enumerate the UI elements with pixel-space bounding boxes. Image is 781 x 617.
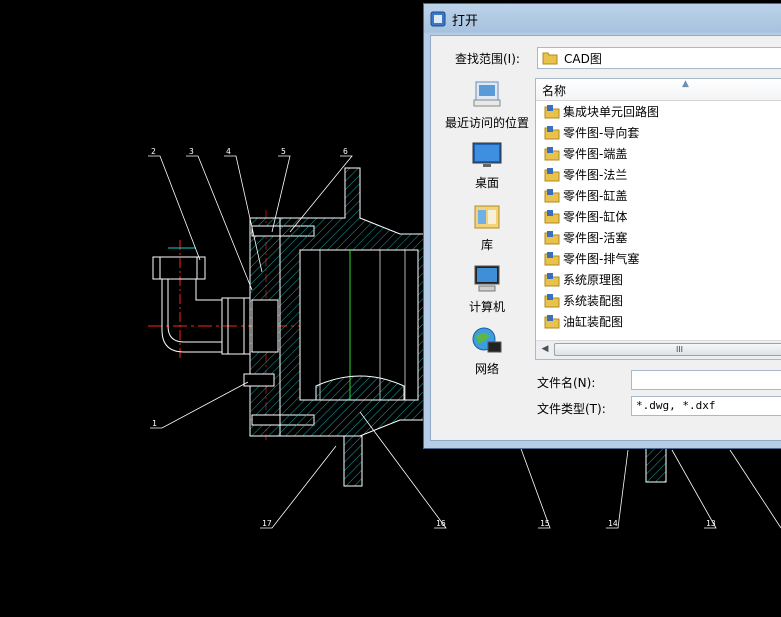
scroll-thumb[interactable]: III	[554, 343, 781, 356]
callout-1: 1	[152, 419, 157, 428]
scroll-left-arrow-icon[interactable]: ◀	[541, 344, 549, 354]
place-network[interactable]: 网络	[441, 324, 533, 377]
desktop-icon	[472, 142, 502, 167]
filetype-value: *.dwg, *.dxf	[636, 399, 716, 412]
file-items: 集成块单元回路图 零件图-导向套 零件图-端盖 零件图-法兰 零件图-缸盖 零件…	[536, 101, 781, 332]
place-recent-label: 最近访问的位置	[444, 116, 529, 130]
place-desktop[interactable]: 桌面	[441, 138, 533, 191]
place-computer-label: 计算机	[468, 300, 505, 314]
place-recent[interactable]: 最近访问的位置	[441, 78, 533, 131]
place-computer[interactable]: 计算机	[441, 262, 533, 315]
callout-6: 6	[343, 147, 348, 156]
file-item[interactable]: 系统装配图	[536, 290, 781, 311]
file-list[interactable]: 名称 ▲ 集成块单元回路图 零件图-导向套 零件图-端盖 零件图-法兰 零件图-…	[535, 78, 781, 360]
file-item[interactable]: 系统原理图	[536, 269, 781, 290]
library-icon	[474, 205, 500, 229]
filetype-dropdown[interactable]: *.dwg, *.dxf	[631, 396, 781, 416]
look-in-value: CAD图	[564, 51, 602, 66]
look-in-dropdown[interactable]: CAD图	[537, 47, 781, 69]
file-item[interactable]: 集成块单元回路图	[536, 101, 781, 122]
callout-15: 15	[540, 519, 550, 528]
cad-folder-icon	[544, 294, 560, 308]
column-header-name[interactable]: 名称 ▲	[536, 79, 781, 101]
place-network-label: 网络	[474, 362, 499, 376]
assembly-drawing: 2 3 4 5 6 1 17 16 15 14 13	[148, 147, 781, 529]
cad-folder-icon	[544, 315, 560, 329]
callout-3: 3	[189, 147, 194, 156]
filename-input[interactable]	[631, 370, 781, 390]
callout-13: 13	[706, 519, 716, 528]
file-item[interactable]: 油缸装配图	[536, 311, 781, 332]
cad-folder-icon	[544, 168, 560, 182]
folder-icon	[542, 52, 558, 65]
callout-5: 5	[281, 147, 286, 156]
file-item[interactable]: 零件图-导向套	[536, 122, 781, 143]
place-library-label: 库	[480, 238, 493, 252]
open-dialog-icon	[430, 11, 446, 27]
filetype-label: 文件类型(T):	[537, 402, 606, 416]
cad-folder-icon	[544, 105, 560, 119]
callout-2: 2	[151, 147, 156, 156]
file-item[interactable]: 零件图-缸盖	[536, 185, 781, 206]
cad-folder-icon	[544, 189, 560, 203]
cad-folder-icon	[544, 147, 560, 161]
cad-folder-icon	[544, 231, 560, 245]
sort-up-icon: ▲	[682, 79, 689, 89]
cad-folder-icon	[544, 126, 560, 140]
dialog-title: 打开	[452, 13, 479, 29]
callout-16: 16	[436, 519, 446, 528]
look-in-label: 查找范围(I):	[455, 52, 520, 66]
file-item[interactable]: 零件图-法兰	[536, 164, 781, 185]
cad-folder-icon	[544, 210, 560, 224]
filename-label: 文件名(N):	[537, 376, 596, 390]
file-item[interactable]: 零件图-排气塞	[536, 248, 781, 269]
recent-places-icon	[473, 81, 501, 107]
callout-17: 17	[262, 519, 272, 528]
computer-icon	[474, 265, 500, 292]
cad-folder-icon	[544, 252, 560, 266]
dialog-client-area: 查找范围(I): CAD图 最近访问的位置	[430, 35, 781, 441]
file-item[interactable]: 零件图-活塞	[536, 227, 781, 248]
file-item[interactable]: 零件图-缸体	[536, 206, 781, 227]
place-desktop-label: 桌面	[474, 176, 499, 190]
place-library[interactable]: 库	[441, 200, 533, 253]
dialog-titlebar[interactable]: 打开	[430, 9, 478, 29]
cad-folder-icon	[544, 273, 560, 287]
callout-14: 14	[608, 519, 618, 528]
places-bar: 最近访问的位置 桌面 库	[441, 76, 533, 436]
open-file-dialog[interactable]: 打开 查找范围(I): CAD图 最近访问的位置	[423, 3, 781, 449]
callout-4: 4	[226, 147, 231, 156]
file-item[interactable]: 零件图-端盖	[536, 143, 781, 164]
column-header-label: 名称	[542, 84, 567, 98]
scroll-grip: III	[675, 345, 684, 354]
network-icon	[472, 327, 502, 353]
horizontal-scrollbar[interactable]: ◀ III	[536, 340, 781, 359]
